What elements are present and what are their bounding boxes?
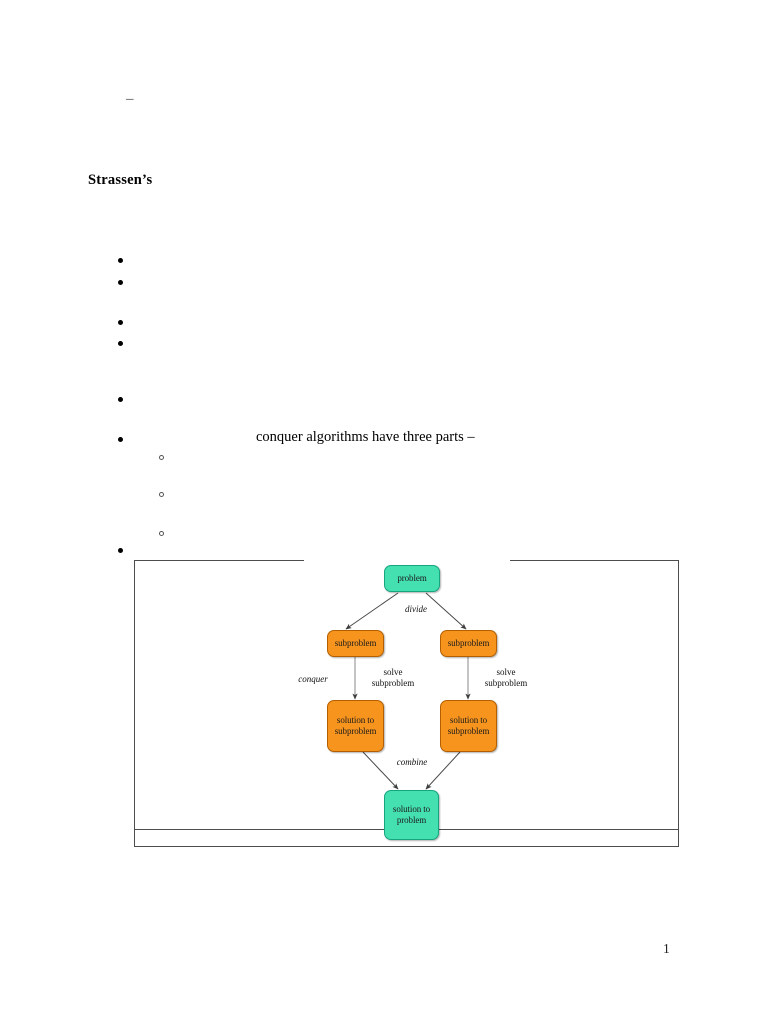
edge-label-combine: combine: [396, 757, 428, 767]
page-number: 1: [663, 941, 670, 956]
divide-and-conquer-diagram: problem subproblem subproblem solution t…: [135, 560, 680, 840]
node-solution-subproblem-left: solution to subproblem: [327, 700, 384, 752]
node-subproblem-left: subproblem: [327, 630, 384, 657]
bullet-marker-6: [118, 437, 123, 442]
frame-top-left-segment: [135, 560, 304, 561]
edge-label-solve-right: solve subproblem: [484, 667, 528, 688]
edge-label-divide: divide: [405, 604, 427, 614]
paragraph-conquer-parts: conquer algorithms have three parts –: [256, 429, 475, 445]
bullet-marker-4: [118, 341, 123, 346]
bullet-marker-5: [118, 397, 123, 402]
figure-table-frame: problem subproblem subproblem solution t…: [134, 560, 679, 847]
diagram-edges: [345, 592, 471, 790]
node-problem: problem: [384, 565, 440, 592]
bullet-marker-3: [118, 320, 123, 325]
node-subproblem-right: subproblem: [440, 630, 497, 657]
sub-bullet-marker-2: [159, 492, 164, 497]
node-solution-subproblem-right: solution to subproblem: [440, 700, 497, 752]
sub-bullet-marker-3: [159, 531, 164, 536]
edge-label-solve-left: solve subproblem: [371, 667, 415, 688]
page-title: Strassen’s: [88, 172, 153, 188]
top-dash-marker: –: [126, 91, 134, 107]
sub-bullet-marker-1: [159, 455, 164, 460]
edge-label-conquer: conquer: [298, 674, 328, 684]
node-solution-problem: solution to problem: [384, 790, 439, 840]
bullet-marker-1: [118, 258, 123, 263]
bullet-marker-7: [118, 548, 123, 553]
frame-top-right-segment: [510, 560, 678, 561]
bullet-marker-2: [118, 280, 123, 285]
